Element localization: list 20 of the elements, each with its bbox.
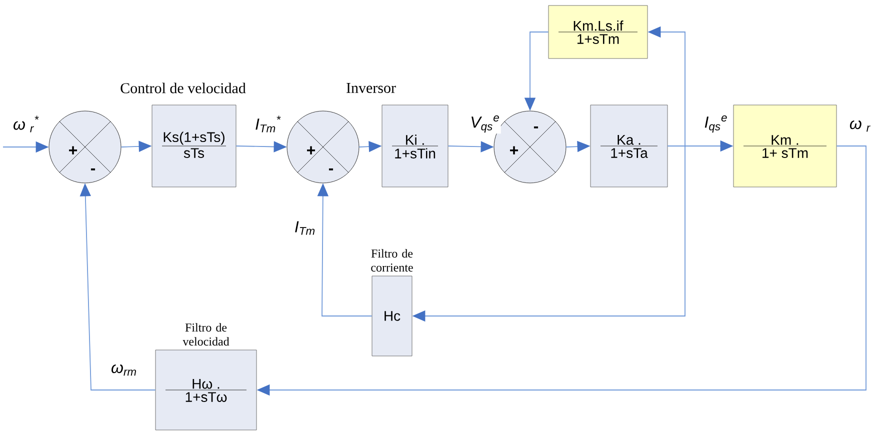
signal-label: ω$_{rm}$: [110, 363, 138, 377]
signal-label: V$_{qs}$e: [469, 114, 501, 134]
section-heading: Inversor: [346, 83, 396, 93]
signal-label: I$_{Tm}$: [293, 220, 317, 236]
transfer-function-box: Km . 1+ sTm: [733, 104, 837, 188]
signal-label: I$_{qs}$e: [703, 114, 729, 134]
block-caption: Filtro de velocidad: [182, 323, 230, 346]
signal-label: I$_{Tm}$*: [254, 114, 282, 134]
block-caption: Filtro de corriente: [371, 249, 413, 272]
transfer-function-box: Hω . 1+sTω: [155, 350, 257, 430]
summing-junction: + -: [48, 110, 122, 184]
transfer-function-box: Ka . 1+sTa: [590, 104, 668, 188]
section-heading: Control de velocidad: [120, 82, 246, 94]
transfer-function-box: Hc: [372, 276, 412, 356]
summing-junction: + -: [286, 110, 360, 184]
transfer-function-box: Km.Ls.if 1+sTm: [548, 5, 648, 59]
signal-label: ω $_{r}$*: [12, 114, 40, 134]
transfer-function-box: Ks(1+sTs) sTs: [152, 104, 236, 188]
signal-label: ω $_{r}$: [848, 119, 872, 133]
transfer-function-box: Ki . 1+sTin: [382, 104, 448, 188]
